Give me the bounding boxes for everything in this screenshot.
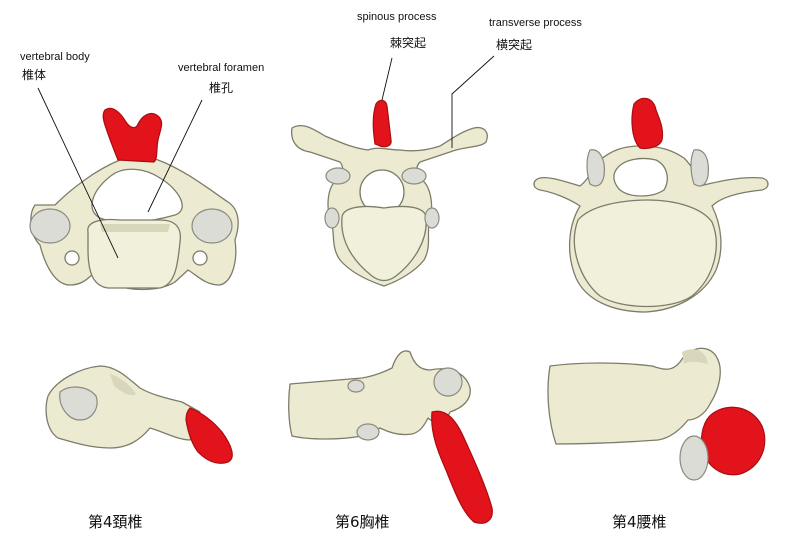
vertebral-body-label-ja: 椎体 bbox=[22, 68, 47, 82]
vertebral-body-leader bbox=[37, 87, 119, 259]
thoracic-spinous-process bbox=[372, 99, 392, 148]
cervical-spinous-process bbox=[102, 107, 163, 163]
spinous-process-label-ja: 棘突起 bbox=[390, 36, 427, 50]
lumbar-vertebral-body bbox=[573, 199, 717, 308]
vertebral-foramen-leader bbox=[147, 99, 203, 213]
transverse-process-label-ja: 横突起 bbox=[496, 38, 533, 52]
leader-lines bbox=[37, 55, 495, 259]
thoracic-superior-view bbox=[290, 99, 488, 287]
lumbar-superior-view bbox=[533, 97, 769, 313]
vertebral-foramen-label-en: vertebral foramen bbox=[178, 62, 265, 74]
cervical-caption: 第4頚椎 bbox=[88, 513, 143, 531]
lumbar-vertebral-foramen bbox=[613, 157, 668, 197]
lumbar-lateral-view bbox=[547, 347, 766, 481]
transverse-process-label-en: transverse process bbox=[489, 17, 582, 29]
thoracic-vertebral-body bbox=[341, 205, 427, 282]
lumbar-caption: 第4腰椎 bbox=[612, 513, 667, 531]
spinous-process-label-en: spinous process bbox=[357, 11, 437, 23]
cervical-vertebral-foramen bbox=[91, 168, 183, 223]
spinous-process-leader bbox=[381, 57, 393, 101]
thoracic-caption: 第6胸椎 bbox=[335, 513, 390, 531]
cervical-vertebral-body bbox=[87, 218, 182, 289]
lumbar-lateral-spinous-process bbox=[700, 406, 766, 476]
lumbar-spinous-process bbox=[631, 97, 664, 150]
vertebral-body-label-en: vertebral body bbox=[20, 51, 90, 63]
cervical-lateral-view bbox=[45, 365, 233, 464]
thoracic-lateral-view bbox=[288, 350, 493, 524]
transverse-process-leader bbox=[451, 55, 495, 148]
cervical-left-facet bbox=[29, 208, 71, 244]
cervical-superior-view bbox=[29, 107, 239, 291]
cervical-lateral-spinous-process bbox=[185, 407, 233, 464]
cervical-right-facet bbox=[191, 208, 233, 244]
vertebral-foramen-label-ja: 椎孔 bbox=[209, 81, 234, 95]
thoracic-lateral-spinous-process bbox=[431, 410, 493, 524]
